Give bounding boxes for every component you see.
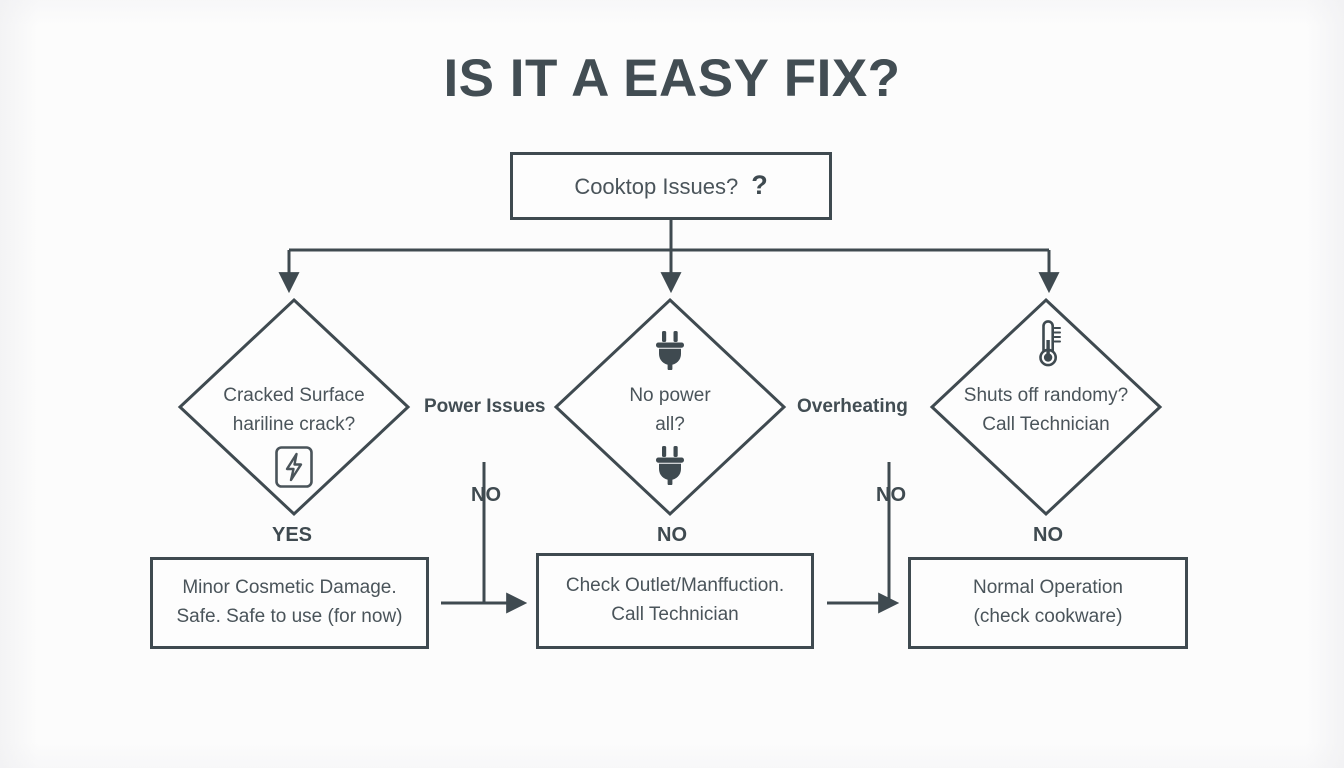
lightning-bolt-icon (180, 445, 408, 489)
edge-label-no-right: NO (876, 484, 906, 506)
terminal-line-1: Minor Cosmetic Damage. (182, 577, 397, 599)
decision-diamond-cracked-surface[interactable]: Cracked Surface hariline crack? (177, 297, 411, 517)
outcome-label-right: NO (1033, 524, 1063, 546)
thermometer-icon (932, 318, 1160, 370)
terminal-line-1: Normal Operation (973, 577, 1123, 599)
edge-label-overheating: Overheating (797, 396, 908, 417)
terminal-line-2: (check cookware) (973, 606, 1123, 627)
terminal-box-minor-cosmetic-damage[interactable]: Minor Cosmetic Damage. Safe. Safe to use… (150, 557, 429, 649)
outcome-label-mid: NO (657, 524, 687, 546)
root-label: Cooktop Issues? (574, 174, 739, 200)
decision-diamond-no-power[interactable]: No power all? (553, 297, 787, 517)
decision-diamond-shuts-off[interactable]: Shuts off randomy? Call Technician (929, 297, 1163, 517)
terminal-line-2: Call Technician (611, 604, 739, 625)
power-plug-icon-top (556, 330, 784, 372)
power-plug-icon-bottom (556, 445, 784, 487)
edge-label-no-left: NO (471, 484, 501, 506)
question-mark-icon: ? (751, 170, 768, 201)
page-title: IS IT A EASY FIX? (443, 49, 901, 108)
root-decision-box[interactable]: Cooktop Issues?? (510, 152, 832, 220)
edge-label-power-issues: Power Issues (424, 396, 546, 417)
terminal-box-normal-operation[interactable]: Normal Operation (check cookware) (908, 557, 1188, 649)
terminal-box-check-outlet[interactable]: Check Outlet/Manffuction. Call Technicia… (536, 553, 814, 649)
terminal-line-1: Check Outlet/Manffuction. (565, 575, 785, 597)
terminal-line-2: Safe. Safe to use (for now) (176, 606, 403, 627)
outcome-label-left: YES (272, 524, 313, 546)
